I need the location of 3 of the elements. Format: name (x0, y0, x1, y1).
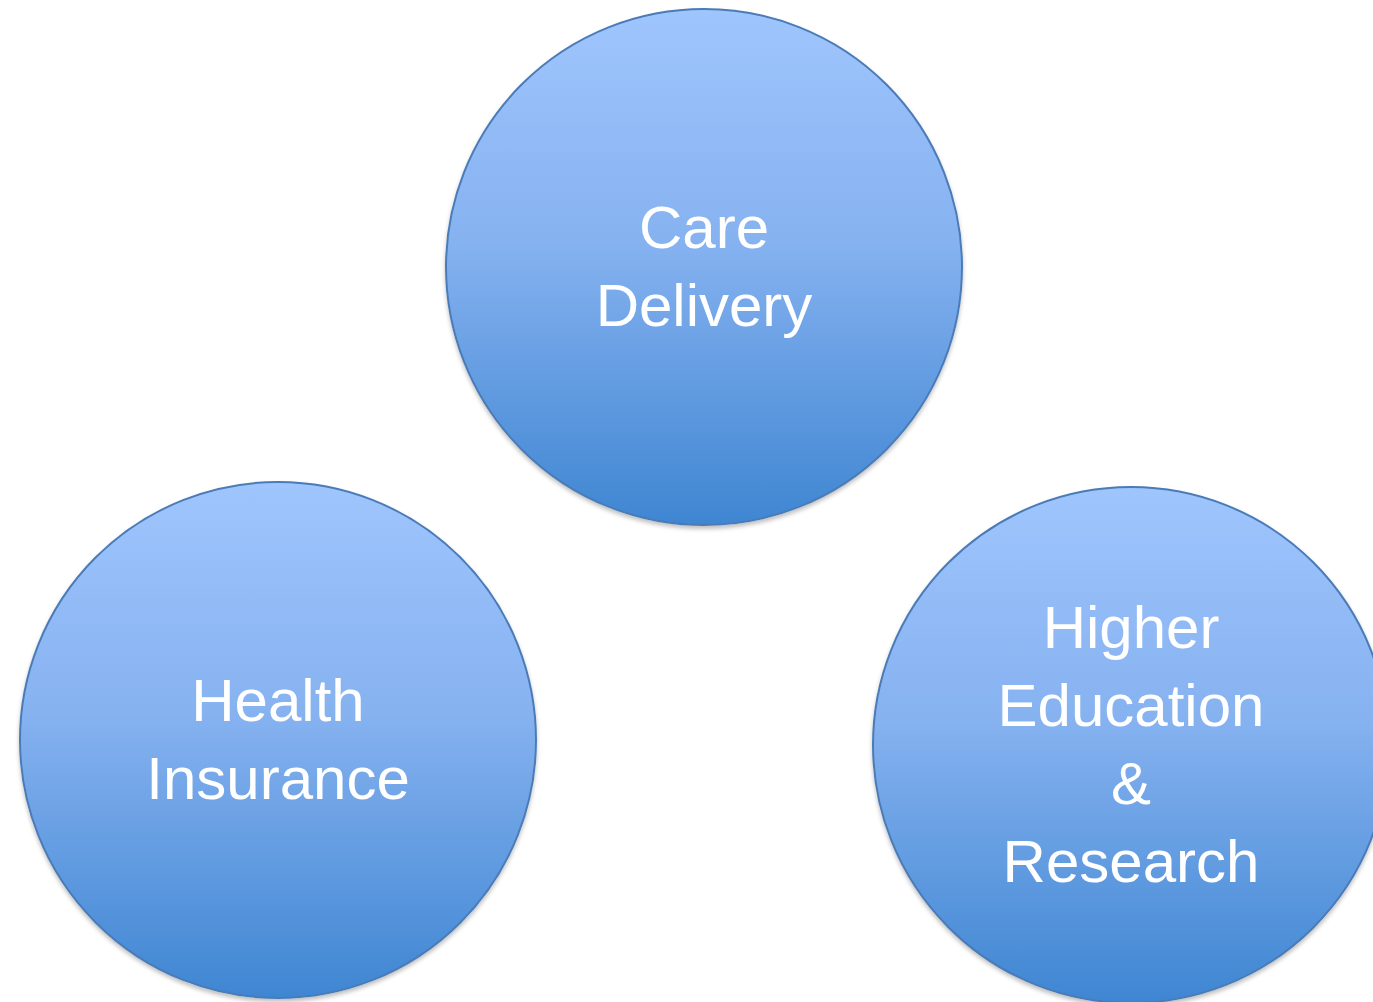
node-label: Health Insurance (145, 666, 411, 814)
node-label: Higher Education & Research (996, 593, 1266, 897)
node-label: Care Delivery (594, 193, 814, 341)
